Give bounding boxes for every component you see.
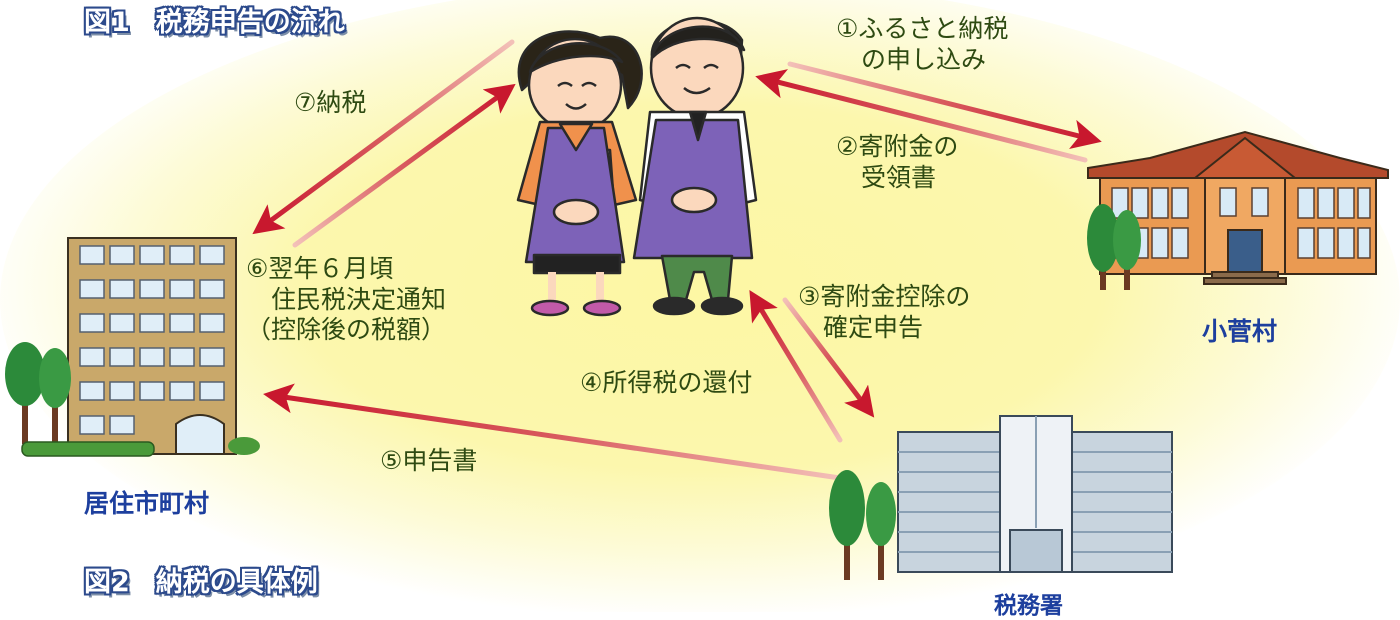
couple-illustration [516,16,758,317]
step-5-label: ⑤申告書 [380,446,478,475]
flow-arrows [252,39,1102,481]
village-office-building [1087,130,1389,285]
figure-1-heading: 図1 税務申告の流れ [84,0,345,39]
figure-2-heading: 図2 納税の具体例 [84,560,318,599]
step-7-label: ⑦納税 [294,88,367,117]
figure-2-number: 図2 [84,567,130,598]
arrow-step-4 [749,290,843,443]
village-label: 小菅村 [1202,317,1278,346]
figure-1-number: 図1 [84,7,130,38]
step-1-label: ①ふるさと納税 の申し込み [836,14,1009,74]
arrow-step-7 [252,39,515,235]
residence-label: 居住市町村 [84,489,210,518]
residence-trees [5,342,260,457]
arrow-step-2 [755,69,1088,163]
tax-office-building [897,415,1173,573]
arrow-step-6 [292,83,516,248]
step-3-label: ③寄附金控除の 確定申告 [798,282,971,342]
arrow-step-5 [263,383,843,481]
residence-building [67,237,237,455]
tax-office-label: 税務署 [994,593,1063,619]
step-4-label: ④所得税の還付 [580,368,753,397]
step-2-label: ②寄附金の 受領書 [836,132,959,192]
village-trees [1087,204,1141,290]
man-figure [632,16,758,316]
arrow-step-3 [782,297,875,418]
arrow-step-1 [787,61,1102,149]
woman-figure [516,30,643,317]
figure-1-title: 税務申告の流れ [155,7,345,38]
figure-2-title: 納税の具体例 [155,567,318,598]
step-6-label: ⑥翌年６月頃 住民税決定通知 （控除後の税額） [246,254,447,344]
tax-office-trees [829,470,896,580]
